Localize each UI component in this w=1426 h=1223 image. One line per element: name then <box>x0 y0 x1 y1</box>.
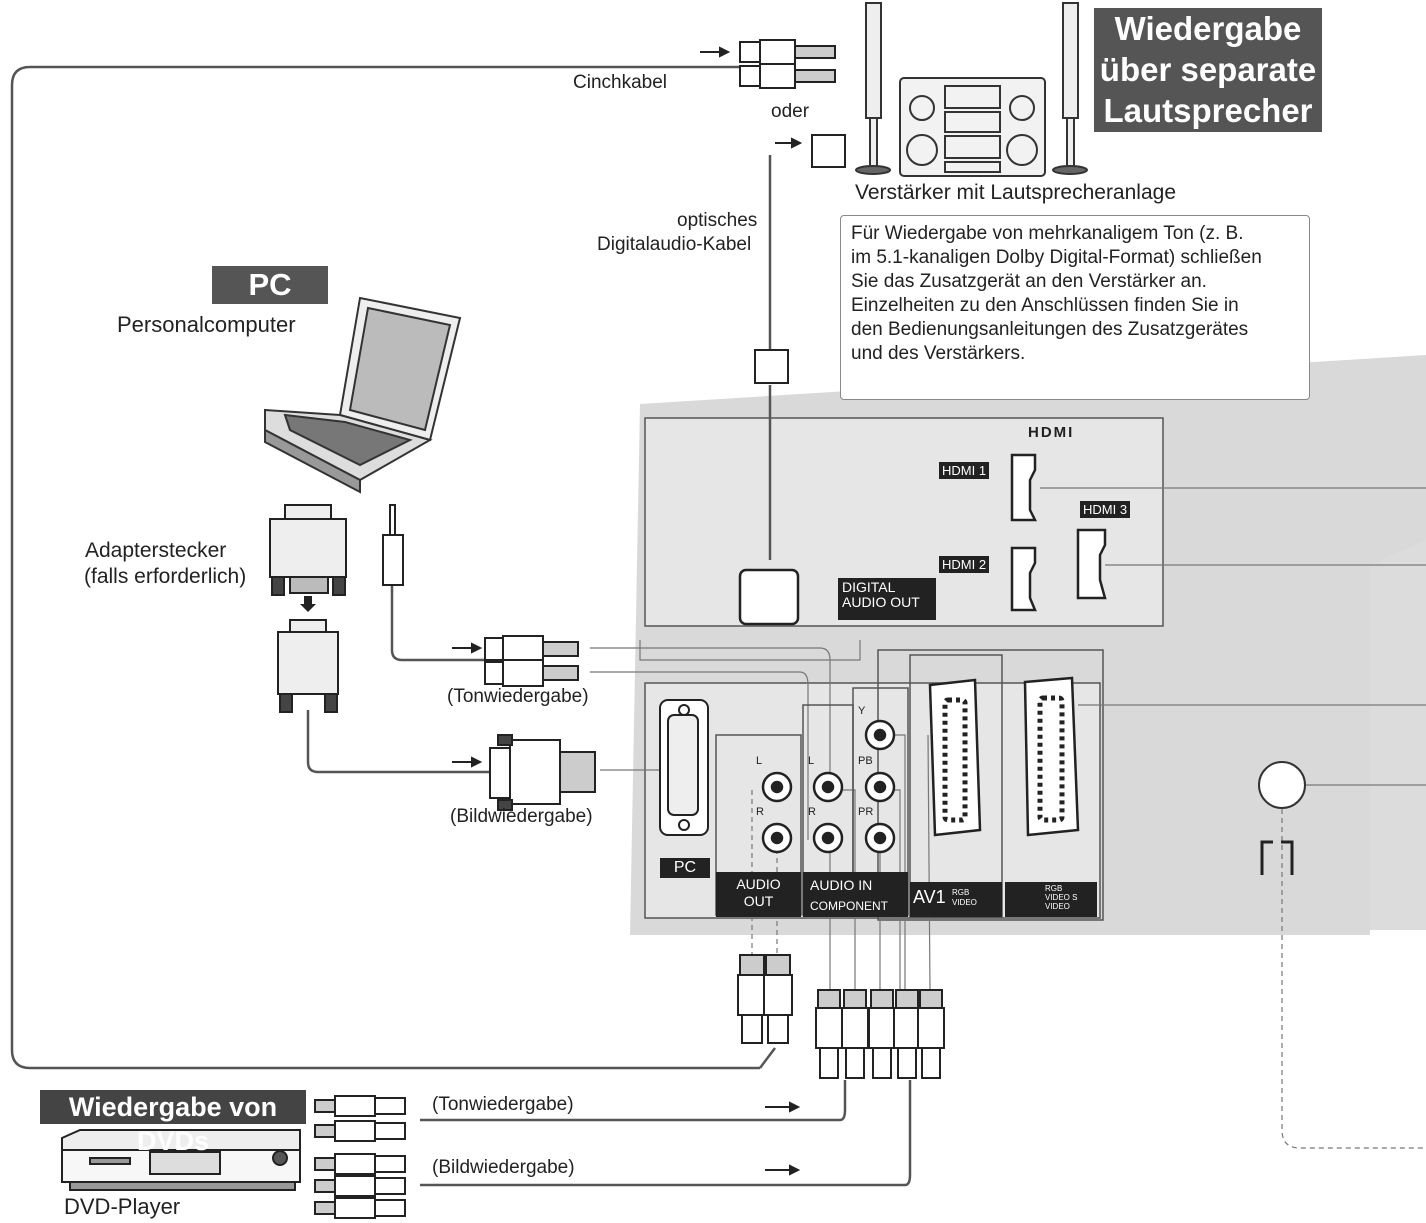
rca-plug-icon <box>314 1095 406 1219</box>
vga-plug-icon <box>489 734 596 811</box>
adapter-label-1: Adapterstecker <box>85 539 227 562</box>
rca-jack-icon <box>761 719 896 854</box>
digital-audio-out-label: DIGITAL AUDIO OUT <box>838 578 936 620</box>
note-line: Sie das Zusatzgerät an den Verstärker an… <box>851 271 1207 292</box>
speaker-icon <box>855 2 1088 175</box>
hdmi2-label: HDMI 2 <box>939 556 990 573</box>
cinch-plug-icon <box>739 39 836 89</box>
personal-computer-label: Personalcomputer <box>117 312 296 337</box>
heading-dvd: Wiedergabe von DVDs <box>40 1090 306 1156</box>
laptop-icon <box>264 296 462 494</box>
rca-plug-icon <box>737 954 945 1079</box>
jack-label-y: Y <box>858 705 866 717</box>
heading-line: über separate <box>1099 51 1317 88</box>
heading-separate-speakers: Wiedergabe über separate Lautsprecher <box>1094 8 1322 132</box>
jack-label-l: L <box>808 755 815 767</box>
rca-plug-icon <box>484 635 579 687</box>
digital-audio-line: DIGITAL <box>842 579 896 595</box>
hdmi-logo: HDMI <box>1028 424 1075 441</box>
optical-plug-icon <box>754 349 789 384</box>
av1-label: AV1 <box>913 887 946 907</box>
dvd-sound-label: (Tonwiedergabe) <box>432 1094 574 1115</box>
jack-label-r: R <box>808 806 816 818</box>
antenna-socket-icon <box>1258 761 1306 809</box>
audio-out-label: AUDIO OUT <box>716 876 801 910</box>
note-line: im 5.1-kanaligen Dolby Digital-Format) s… <box>851 247 1262 268</box>
vga-port-icon <box>659 699 709 836</box>
audio-out-line: AUDIO <box>736 876 781 892</box>
dvd-player-icon <box>61 1129 301 1191</box>
vga-plug-icon <box>277 619 339 713</box>
hdmi-port-icon <box>1010 453 1107 612</box>
heading-line: Wiedergabe <box>1114 10 1302 47</box>
optical-plug-icon <box>811 134 846 168</box>
av2-sub-label: RGB VIDEO S VIDEO <box>1045 884 1078 911</box>
or-label: oder <box>771 101 810 122</box>
adapter-label-2: (falls erforderlich) <box>84 565 247 588</box>
hdmi1-label: HDMI 1 <box>939 462 990 479</box>
note-line: Für Wiedergabe von mehrkanaligem Ton (z.… <box>851 223 1244 244</box>
adapter-plug-icon <box>269 504 347 596</box>
note-line: und des Verstärkers. <box>851 343 1026 364</box>
amplifier-label: Verstärker mit Lautsprecheranlage <box>855 181 1176 204</box>
audio-out-line: OUT <box>743 893 774 909</box>
multichannel-note: Für Wiedergabe von mehrkanaligem Ton (z.… <box>840 215 1310 400</box>
jack-label-pr: PR <box>858 806 874 818</box>
component-label: COMPONENT <box>810 899 888 913</box>
cinch-cable-label: Cinchkabel <box>573 72 667 93</box>
audio-in-label: AUDIO IN <box>810 877 873 893</box>
pc-sound-label: (Tonwiedergabe) <box>447 686 589 707</box>
note-line: den Bedienungsanleitungen des Zusatzgerä… <box>851 319 1249 340</box>
optical-cable-label-2: Digitalaudio-Kabel <box>597 234 752 255</box>
hdmi3-label: HDMI 3 <box>1080 501 1131 518</box>
heading-pc: PC <box>212 266 328 304</box>
optical-port-icon <box>738 568 800 626</box>
dvd-player-label: DVD-Player <box>64 1194 181 1219</box>
amplifier-icon <box>899 77 1046 177</box>
heading-line: Lautsprecher <box>1103 92 1313 129</box>
av1-sub-label: RGB VIDEO <box>952 888 977 907</box>
pc-port-label: PC <box>673 859 697 876</box>
jack-label-l: L <box>756 755 763 767</box>
jack-label-r: R <box>756 806 764 818</box>
dvd-picture-label: (Bildwiedergabe) <box>432 1157 575 1178</box>
optical-cable-label-1: optisches <box>677 210 758 231</box>
digital-audio-line: AUDIO OUT <box>842 594 920 610</box>
pc-picture-label: (Bildwiedergabe) <box>450 806 593 827</box>
antenna-icon <box>1260 840 1294 875</box>
note-line: Einzelheiten zu den Anschlüssen finden S… <box>851 295 1239 316</box>
headphone-plug-icon <box>382 504 404 586</box>
jack-label-pb: PB <box>858 755 873 767</box>
